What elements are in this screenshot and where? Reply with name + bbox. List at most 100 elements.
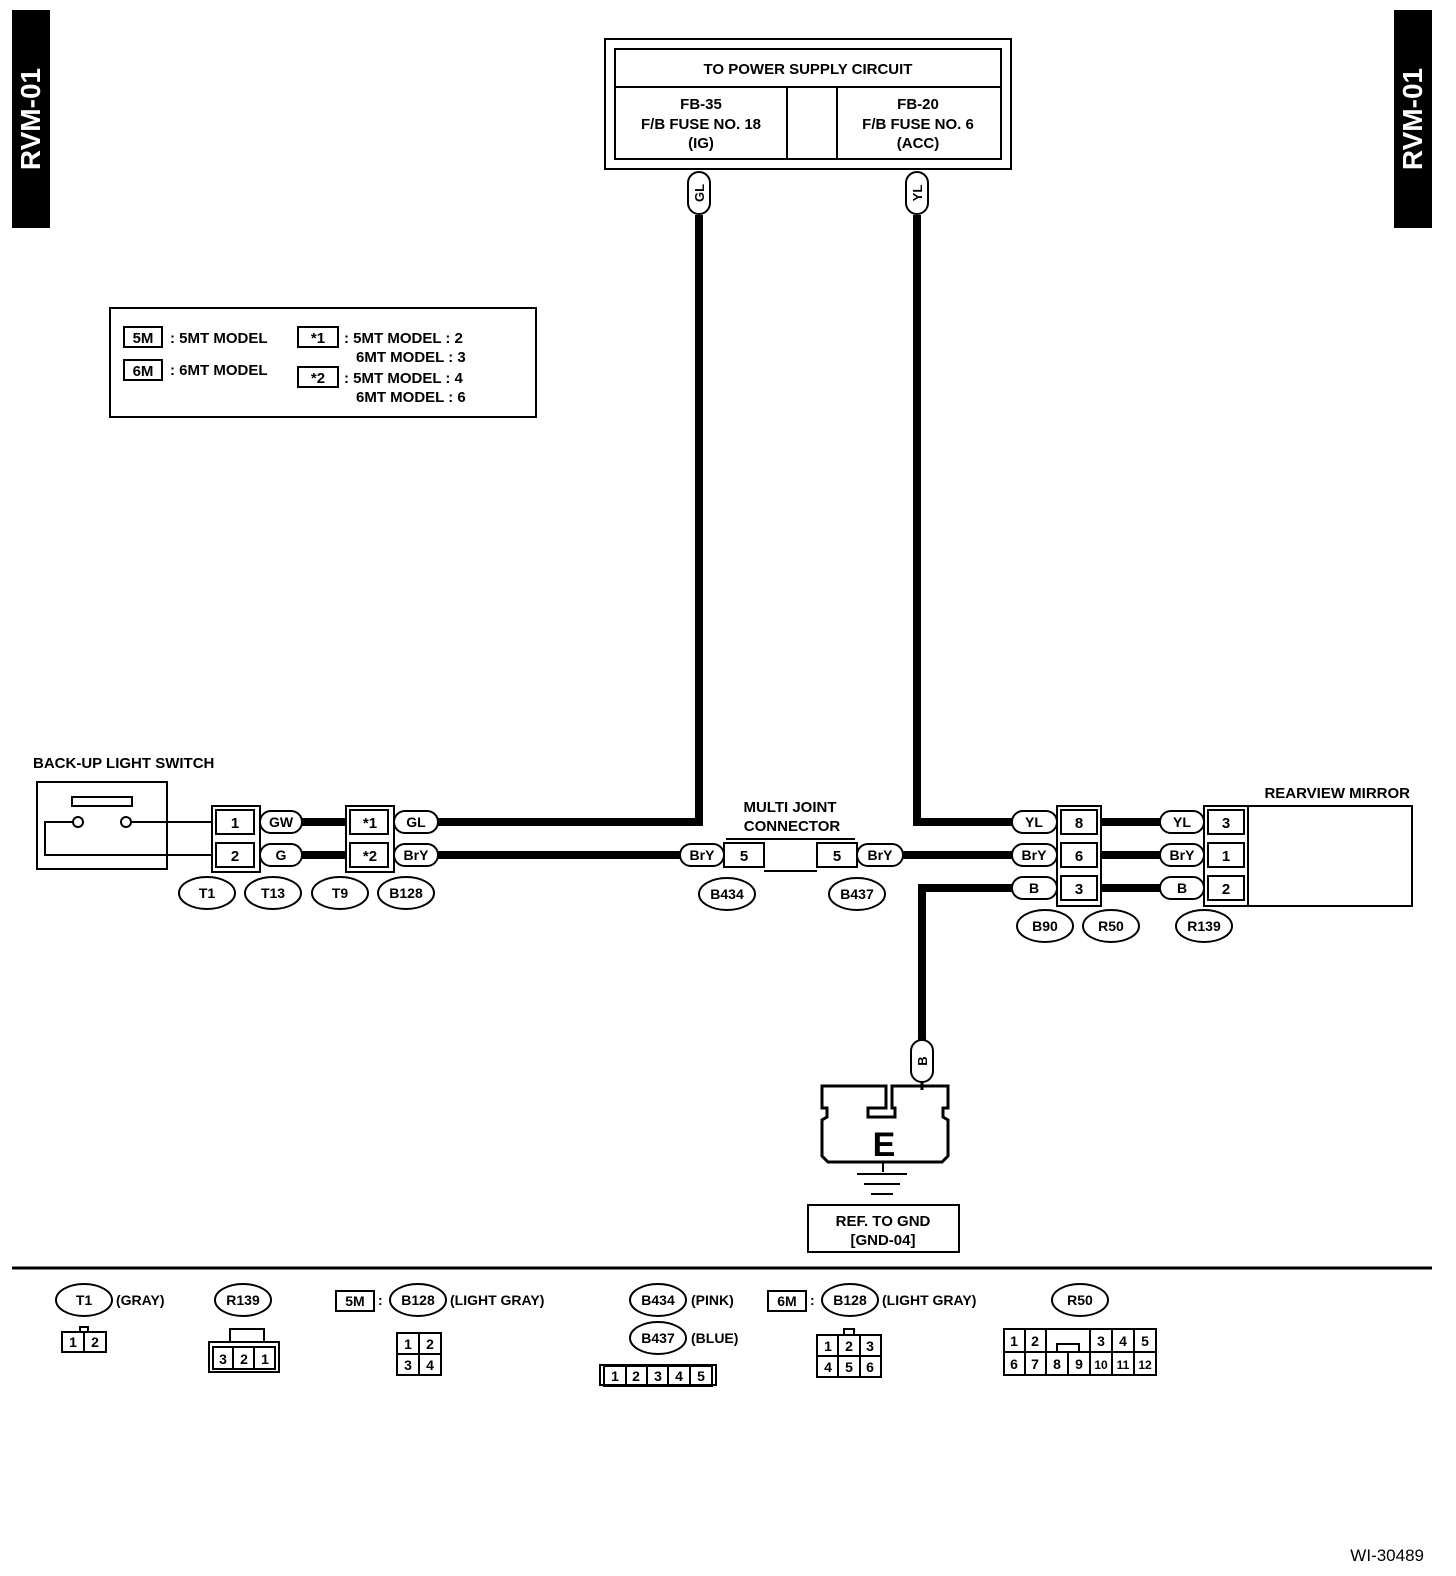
face-color-b434: (PINK): [691, 1292, 734, 1308]
pin-b90-3: 3: [1075, 881, 1083, 898]
wire-label-b-b90: B: [1029, 880, 1039, 896]
face-b128-6m-pin: 4: [824, 1359, 832, 1375]
power-supply-box: [604, 38, 1012, 170]
ground-letter: E: [873, 1126, 896, 1164]
switch-actuator: [71, 796, 133, 807]
face-color-b128-5m: (LIGHT GRAY): [450, 1292, 544, 1308]
pin-r139-2: 1: [1222, 848, 1230, 865]
face-b128-5m-pin: 1: [404, 1336, 412, 1352]
wire-tag-b-r139: [1159, 876, 1205, 900]
gnd-ref-box: [807, 1204, 960, 1253]
wire-tag-b-b90: [1011, 876, 1058, 900]
legend-5m-tag: 5M: [133, 330, 154, 347]
fuse-right-mode: (ACC): [897, 135, 940, 152]
wire-label-bry-b90: BrY: [1022, 847, 1048, 863]
wire-tag-b-ground: [910, 1039, 934, 1083]
face-id-b128-5m: B128: [401, 1292, 435, 1308]
face-r50-pin: 10: [1094, 1358, 1108, 1372]
backup-light-switch-box: [36, 781, 168, 870]
wire-tag-gl: [687, 171, 711, 215]
gnd-ref-line1: REF. TO GND: [836, 1213, 931, 1230]
wire-tag-yl-b90: [1011, 810, 1058, 834]
conn-oval-b434: [698, 877, 756, 911]
rearview-mirror-box: [1247, 805, 1413, 907]
conn-oval-r139: [1175, 909, 1233, 943]
gnd-ref-line2: [GND-04]: [850, 1232, 915, 1249]
wire-tag-gl-b128: [393, 810, 439, 834]
wire-tag-bry-r139: [1159, 843, 1205, 867]
face-colon-6m: :: [810, 1292, 815, 1308]
legend-star2-line2: 6MT MODEL : 6: [356, 389, 466, 406]
ground-terminal: [820, 1084, 950, 1164]
fuse-left-id: FB-35: [680, 96, 722, 113]
wire-label-yl-vertical: YL: [910, 185, 925, 202]
multi-joint-label-2: CONNECTOR: [744, 818, 841, 835]
conn-id-b437: B437: [840, 886, 874, 902]
conn-oval-r50: [1082, 909, 1140, 943]
wire-label-b-vertical: B: [915, 1056, 930, 1065]
wire-tag-bry-b128: [393, 843, 439, 867]
face-id-b437: B437: [641, 1330, 675, 1346]
power-supply-title: TO POWER SUPPLY CIRCUIT: [704, 61, 913, 78]
connector-t9-b128-block: [345, 805, 395, 873]
legend-star1-line1: : 5MT MODEL : 2: [344, 330, 463, 347]
face-id-r139: R139: [226, 1292, 260, 1308]
conn-oval-b437: [828, 877, 886, 911]
fuse-right-name: F/B FUSE NO. 6: [862, 116, 974, 133]
face-b437-pin: 5: [697, 1368, 705, 1384]
face-b128-6m-pin: 6: [866, 1359, 874, 1375]
conn-id-t9: T9: [332, 885, 349, 901]
face-r50-pin: 11: [1117, 1358, 1130, 1372]
wire-b-ground: [918, 884, 1012, 1040]
conn-oval-t1: [178, 876, 236, 910]
backup-light-switch-label: BACK-UP LIGHT SWITCH: [33, 755, 214, 772]
conn-id-t1: T1: [199, 885, 216, 901]
face-r50-pin: 9: [1075, 1356, 1083, 1372]
face-model-5m: 5M: [345, 1293, 364, 1309]
wire-label-yl-b90: YL: [1025, 814, 1043, 830]
legend-5m-text: : 5MT MODEL: [170, 330, 268, 347]
face-oval-b128-6m: [821, 1283, 879, 1317]
face-b128-6m-pin: 2: [845, 1338, 853, 1354]
wire-label-yl-r139: YL: [1173, 814, 1191, 830]
face-t1-pin: 2: [91, 1334, 99, 1350]
wire-label-bry-b128: BrY: [404, 847, 430, 863]
face-r50-pin: 2: [1031, 1333, 1039, 1349]
face-r139-pin: 3: [219, 1351, 227, 1367]
power-supply-inner-box: [614, 48, 1002, 160]
conn-id-r139: R139: [1187, 918, 1221, 934]
wire-label-g: G: [276, 847, 287, 863]
document-id: WI-30489: [1350, 1546, 1424, 1565]
pin-b90-1: 8: [1075, 815, 1083, 832]
face-r50-pin: 1: [1010, 1333, 1018, 1349]
page-tab-right: RVM-01: [1394, 10, 1432, 228]
face-oval-b128-5m: [389, 1283, 447, 1317]
legend-star1-line2: 6MT MODEL : 3: [356, 349, 466, 366]
pin-t9-star1: *1: [363, 815, 377, 832]
face-b128-5m-pin: 4: [426, 1357, 434, 1373]
wire-tag-bry-b434: [679, 843, 725, 867]
wire-tag-yl: [905, 171, 929, 215]
switch-contact-left: [72, 816, 84, 828]
conn-id-b434: B434: [710, 886, 744, 902]
conn-oval-t13: [244, 876, 302, 910]
conn-id-r50: R50: [1098, 918, 1124, 934]
pin-t1-1: 1: [231, 815, 239, 832]
face-r50-pin: 4: [1119, 1333, 1127, 1349]
wire-tag-yl-r139: [1159, 810, 1205, 834]
face-r50-pin: 6: [1010, 1356, 1018, 1372]
wire-tag-g: [259, 843, 303, 867]
face-id-t1: T1: [76, 1292, 93, 1308]
wire-label-gl-vertical: GL: [692, 184, 707, 202]
wire-tag-gw: [259, 810, 303, 834]
face-id-b128-6m: B128: [833, 1292, 867, 1308]
face-b437-pin: 2: [632, 1368, 640, 1384]
legend-box: [109, 307, 537, 418]
conn-id-b128: B128: [389, 885, 423, 901]
legend-star2-line1: : 5MT MODEL : 4: [344, 370, 464, 387]
face-b128-5m-pin: 2: [426, 1336, 434, 1352]
connector-t1-t13-block: [211, 805, 261, 873]
face-b128-6m-pin: 3: [866, 1338, 874, 1354]
wire-label-b-r139: B: [1177, 880, 1187, 896]
